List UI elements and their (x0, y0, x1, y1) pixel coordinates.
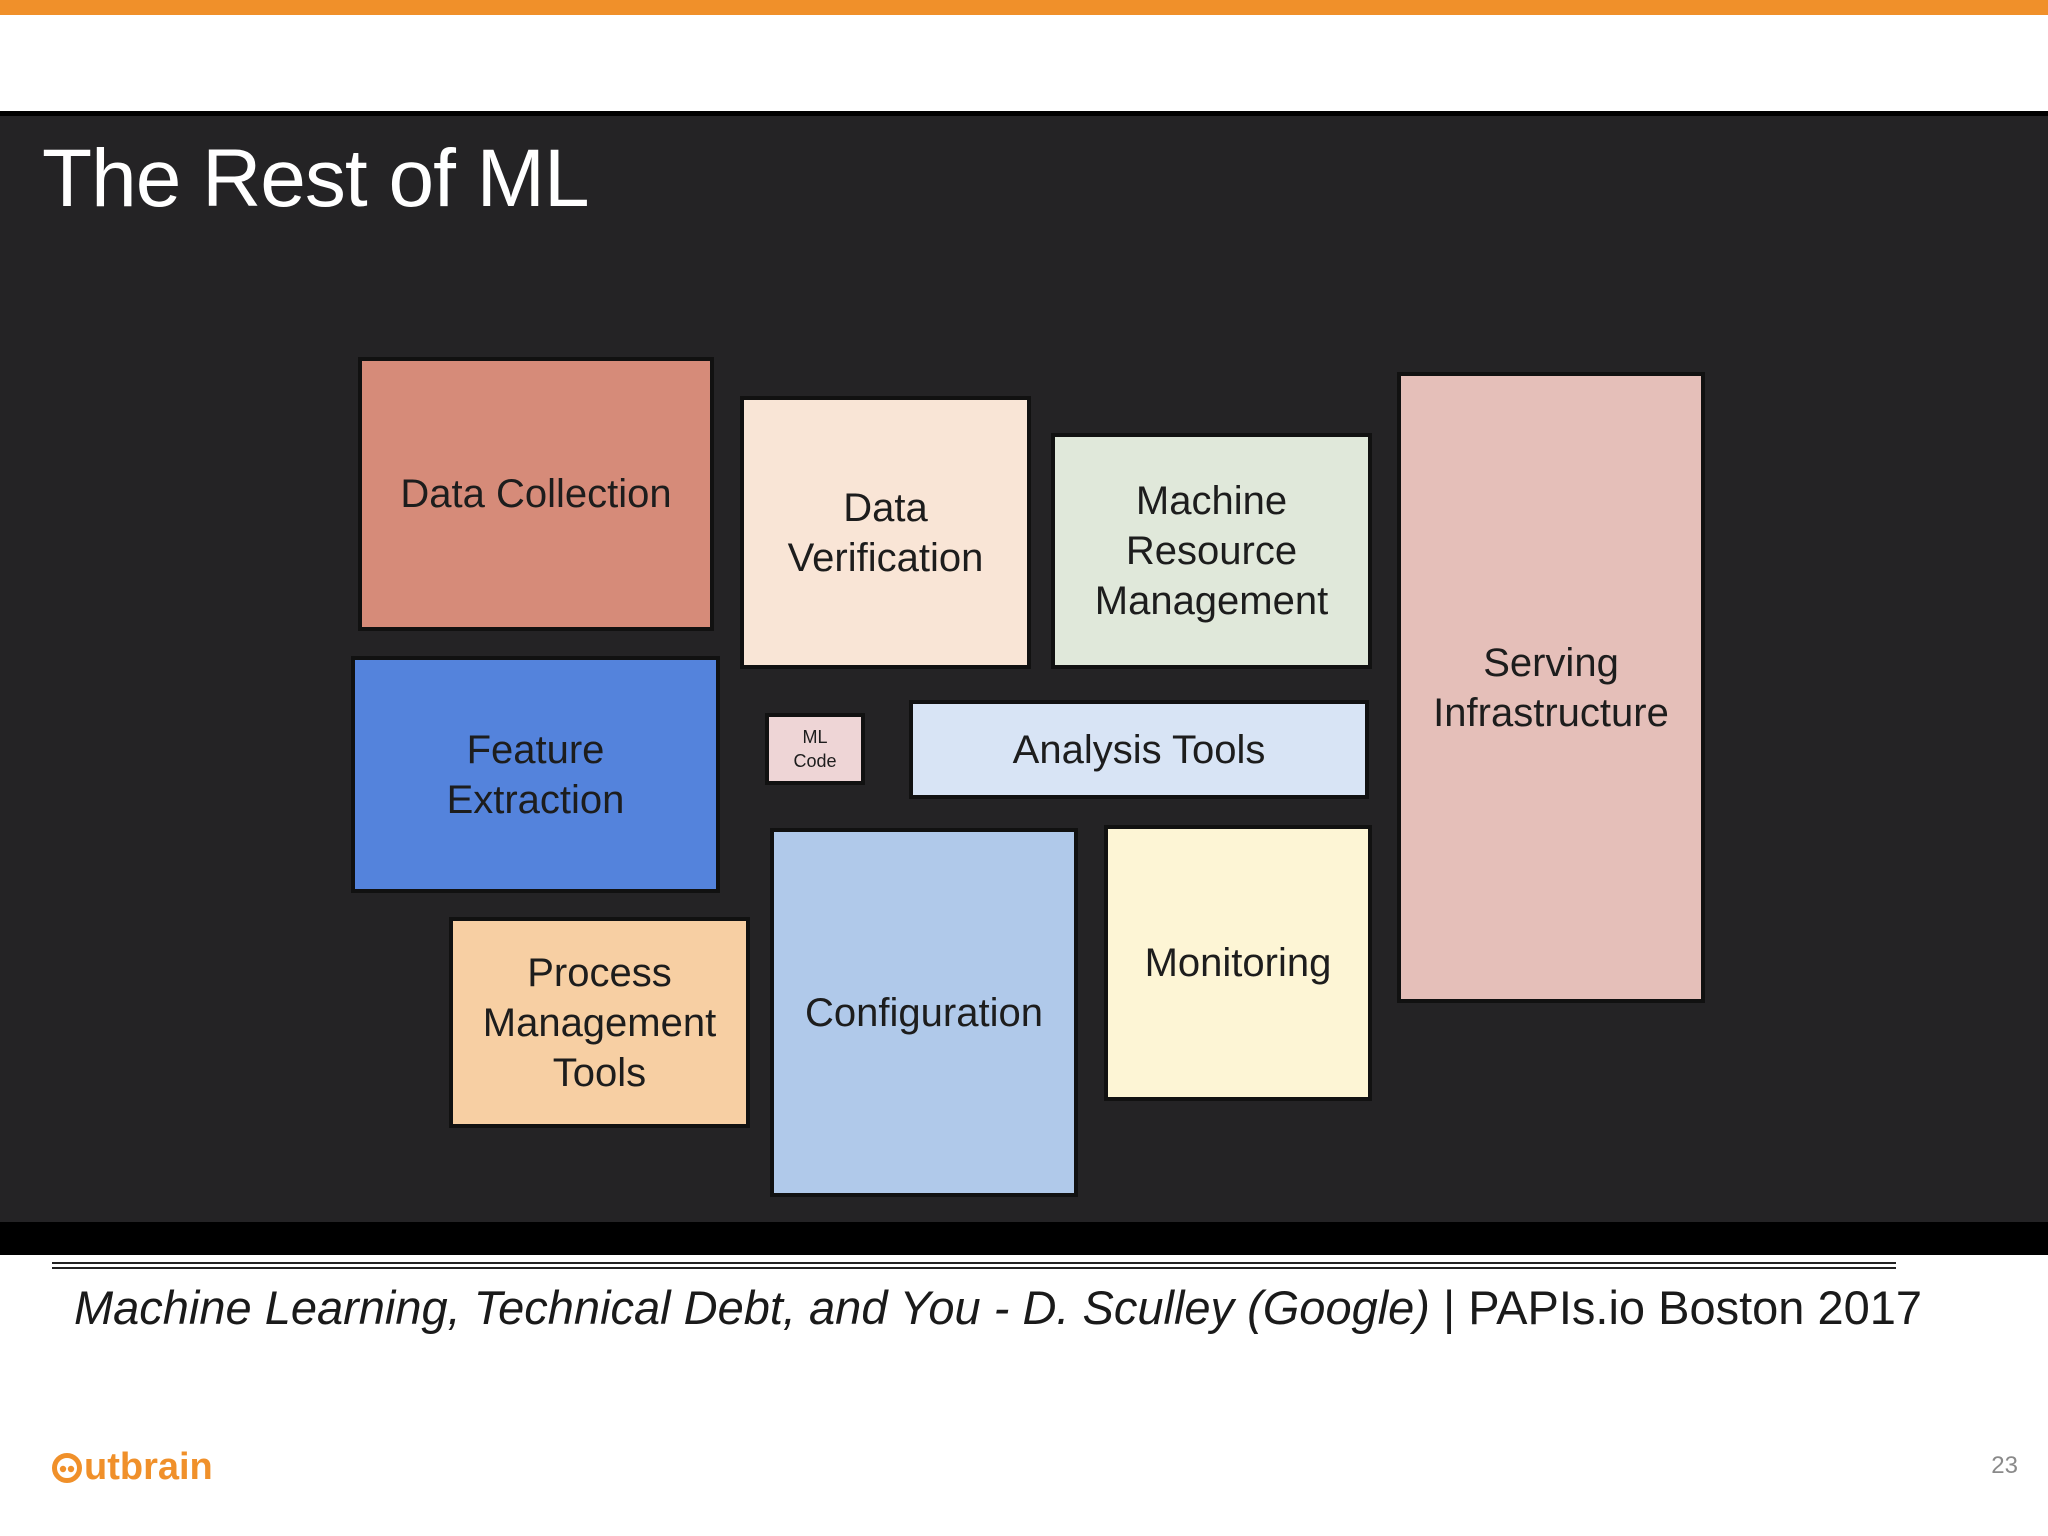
box-label: Analysis Tools (1012, 727, 1266, 772)
divider-line (52, 1262, 1896, 1264)
outbrain-logo: utbrain (52, 1446, 213, 1489)
logo-text: utbrain (84, 1446, 213, 1488)
box-analysis-tools: Analysis Tools (909, 700, 1369, 799)
box-label: Process Management Tools (482, 950, 717, 1095)
source-caption: Machine Learning, Technical Debt, and Yo… (74, 1280, 1922, 1335)
box-label: Configuration (805, 990, 1043, 1035)
logo-mark-icon (52, 1452, 82, 1483)
box-configuration: Configuration (770, 828, 1078, 1197)
box-label: Data Verification (787, 485, 984, 580)
caption-separator: | (1429, 1281, 1469, 1334)
box-label: Feature Extraction (446, 727, 625, 822)
box-data-collection: Data Collection (358, 357, 714, 631)
box-ml-code: ML Code (765, 713, 865, 785)
box-process-management-tools: Process Management Tools (449, 917, 750, 1128)
event-text: PAPIs.io Boston 2017 (1468, 1281, 1923, 1334)
box-label: Serving Infrastructure (1433, 640, 1669, 735)
box-monitoring: Monitoring (1104, 825, 1372, 1101)
box-label: Machine Resource Management (1094, 479, 1329, 623)
box-data-verification: Data Verification (740, 396, 1031, 669)
page-number: 23 (1991, 1452, 2018, 1479)
citation-text: Machine Learning, Technical Debt, and Yo… (74, 1281, 1430, 1334)
slide-title: The Rest of ML (42, 133, 590, 224)
divider-line (52, 1267, 1896, 1269)
box-serving-infrastructure: Serving Infrastructure (1397, 372, 1705, 1003)
box-label: Data Collection (400, 472, 672, 516)
box-label: ML Code (793, 727, 837, 771)
box-label: Monitoring (1144, 941, 1332, 985)
accent-bar (0, 0, 2048, 15)
box-machine-resource-management: Machine Resource Management (1051, 433, 1372, 669)
box-feature-extraction: Feature Extraction (351, 656, 720, 893)
